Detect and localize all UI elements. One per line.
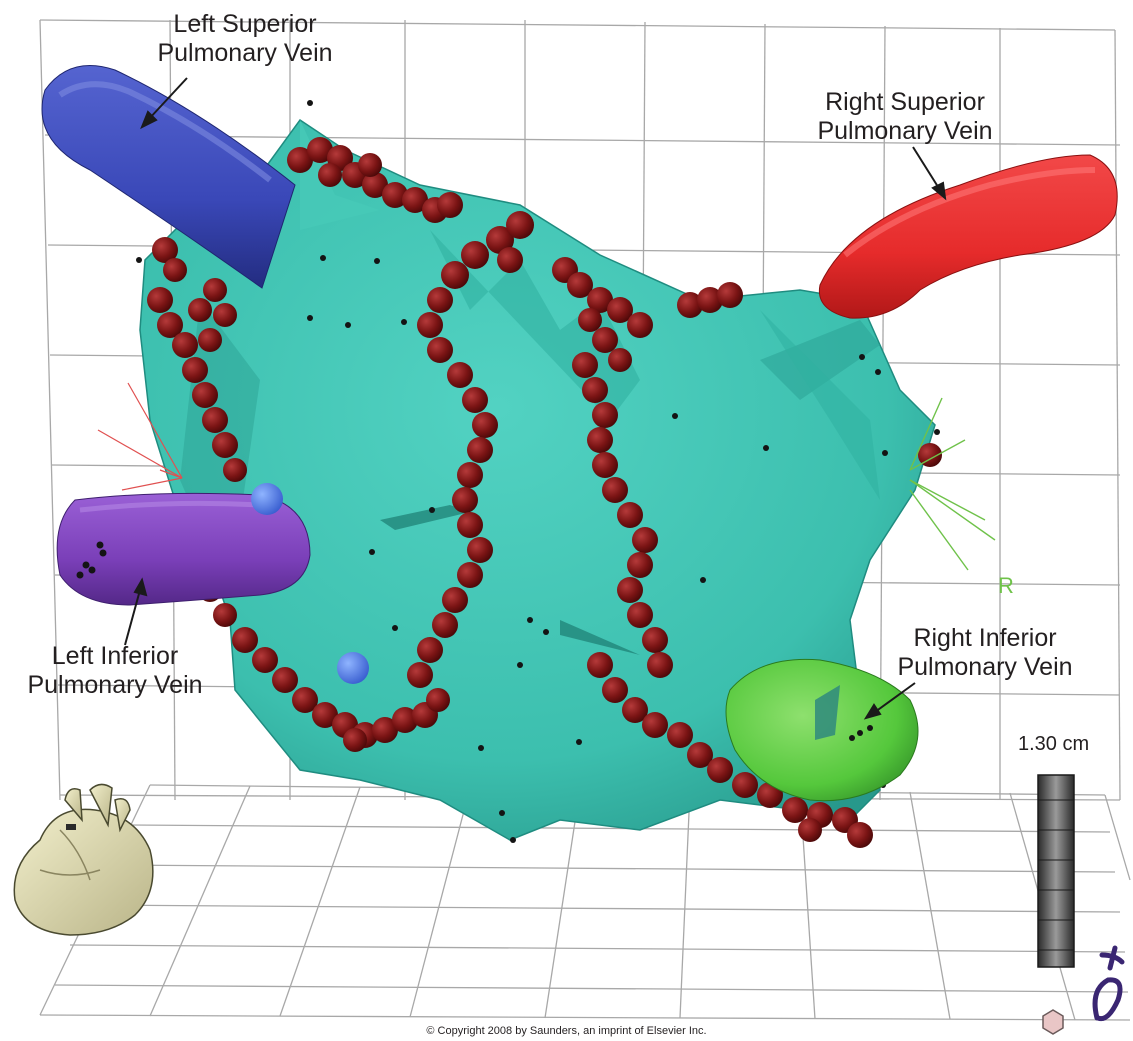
- label-line-1: Left Superior: [145, 10, 345, 39]
- label-line-2: Pulmonary Vein: [880, 653, 1090, 682]
- label-left-inferior-pulmonary-vein: Left Inferior Pulmonary Vein: [10, 642, 220, 700]
- label-line-2: Pulmonary Vein: [10, 671, 220, 700]
- label-line-2: Pulmonary Vein: [145, 39, 345, 68]
- label-left-superior-pulmonary-vein: Left Superior Pulmonary Vein: [145, 10, 345, 68]
- right-superior-pulmonary-vein: [819, 155, 1117, 318]
- label-right-superior-pulmonary-vein: Right Superior Pulmonary Vein: [800, 88, 1010, 146]
- distance-scale-bar: [1038, 775, 1074, 967]
- copyright-notice: © Copyright 2008 by Saunders, an imprint…: [0, 1025, 1133, 1037]
- orientation-glyph-icon: [1095, 948, 1122, 1019]
- scale-bar-label: 1.30 cm: [1018, 733, 1089, 756]
- heart-orientation-thumbnail: [14, 784, 153, 935]
- label-line-2: Pulmonary Vein: [800, 117, 1010, 146]
- label-right-inferior-pulmonary-vein: Right Inferior Pulmonary Vein: [880, 624, 1090, 682]
- orientation-r-marker: R: [998, 573, 1014, 599]
- label-line-1: Right Superior: [800, 88, 1010, 117]
- label-line-1: Left Inferior: [10, 642, 220, 671]
- label-line-1: Right Inferior: [880, 624, 1090, 653]
